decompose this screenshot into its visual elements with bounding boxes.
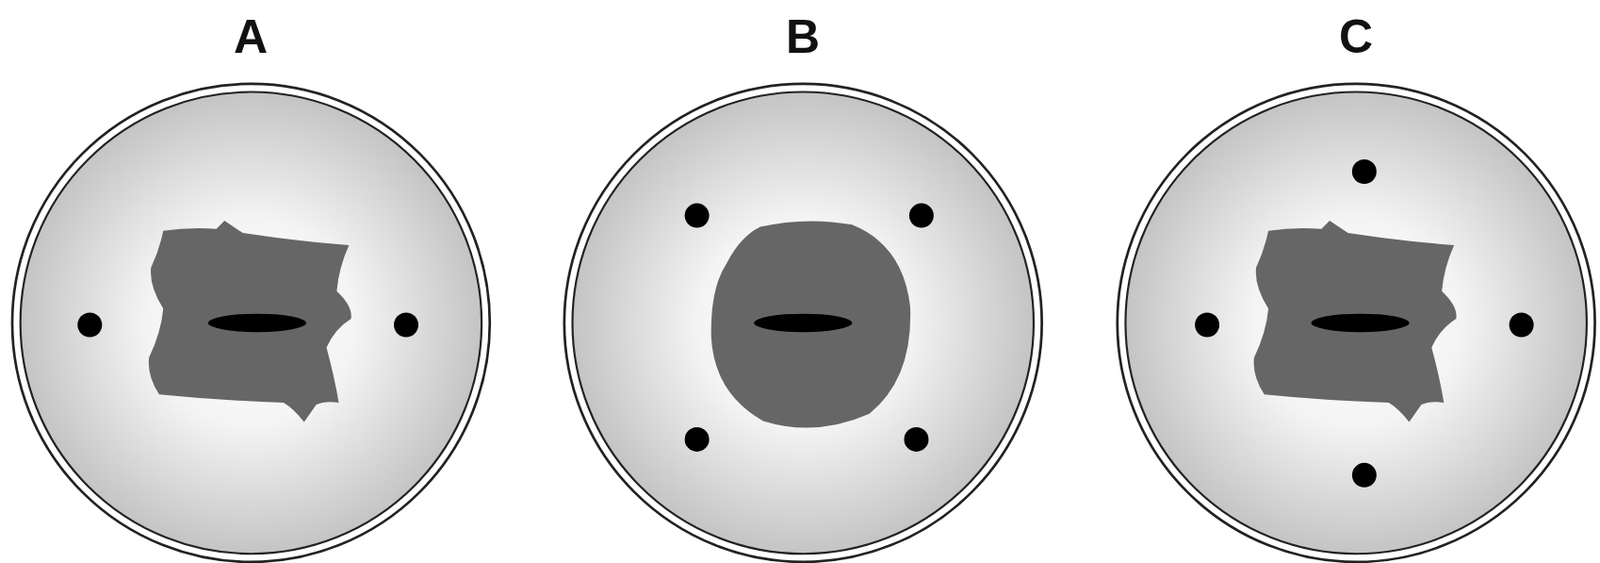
- cell-a: [12, 83, 490, 562]
- cell-label: A: [233, 13, 268, 61]
- cell-c: [1117, 83, 1596, 562]
- cell-b: [564, 83, 1043, 562]
- cell-label: B: [785, 13, 820, 61]
- cell-label: C: [1338, 13, 1373, 61]
